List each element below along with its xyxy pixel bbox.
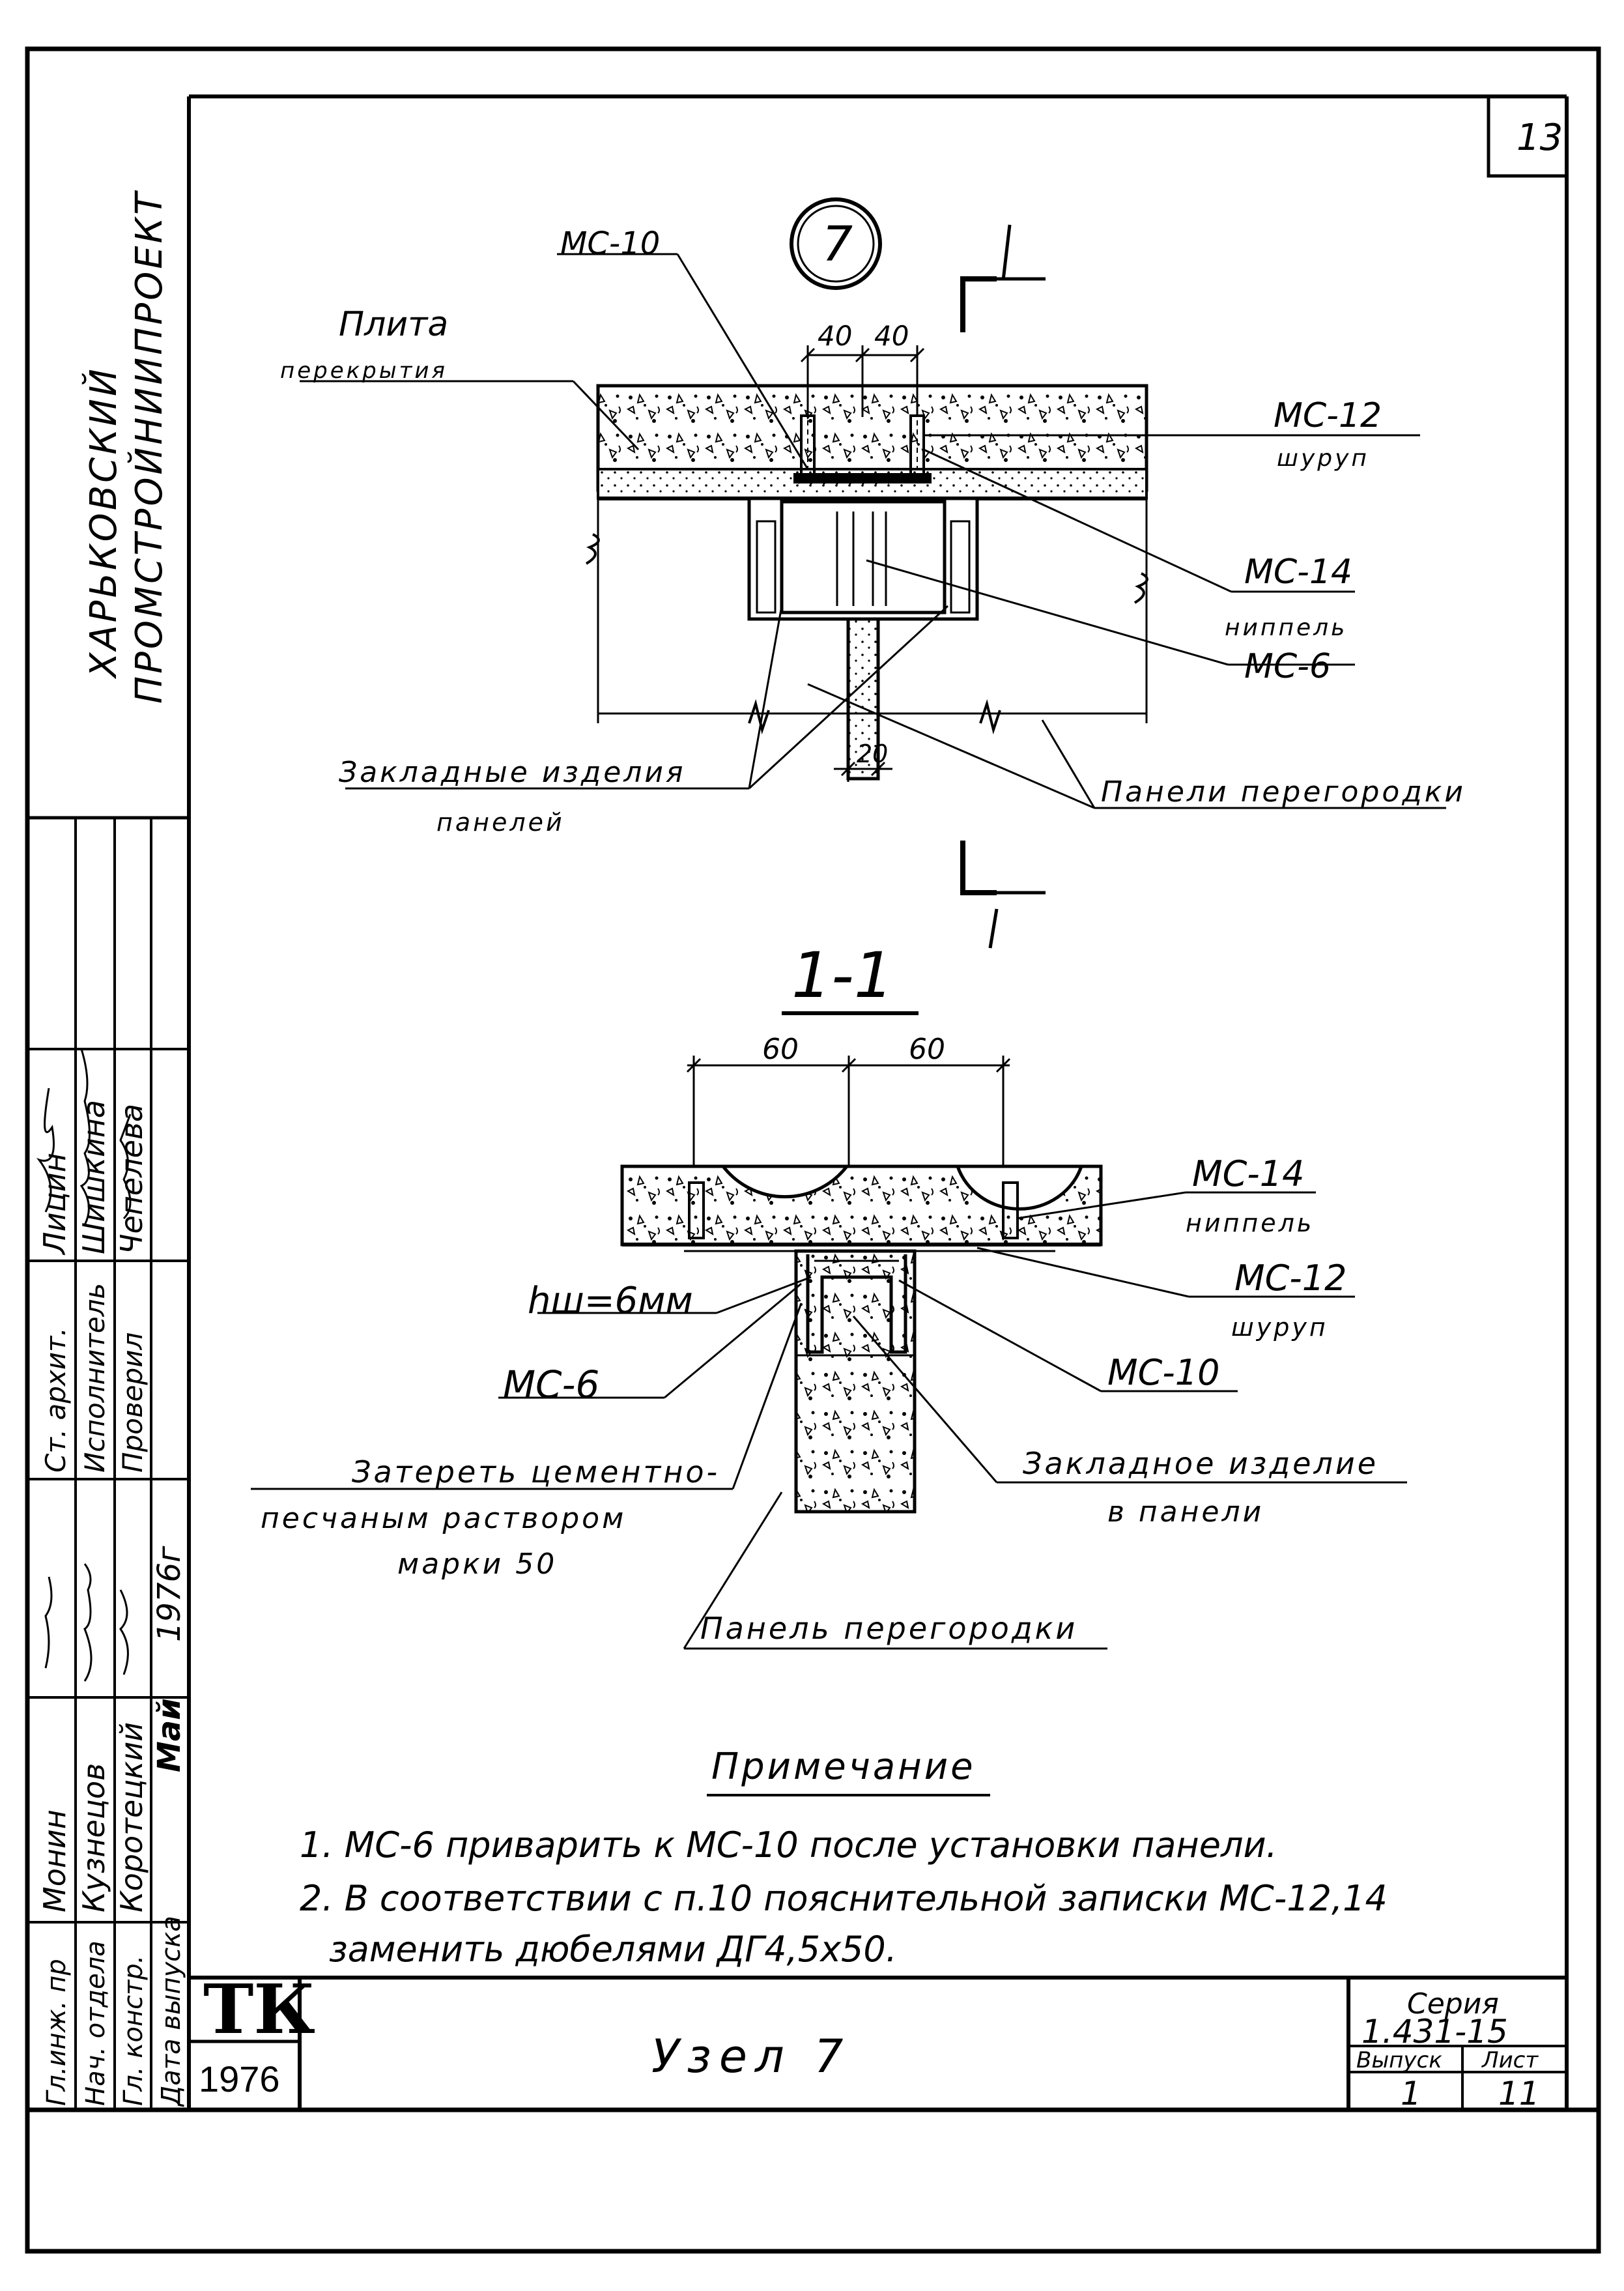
section-label-mc10: МС-10 (1107, 1352, 1220, 1393)
drawing-title: Узел 7 (651, 2030, 851, 2083)
sheet-label: Лист (1481, 2047, 1539, 2073)
note-2: 2. В соответствии с п.10 пояснительной з… (300, 1878, 1388, 1919)
plan-dimension-top (800, 345, 925, 417)
side-stamp: ХАРЬКОВСКИЙ ПРОМСТРОЙНИИПРОЕКТ Гл.инж. п… (27, 190, 189, 2110)
name-chief-designer: Коротецкий (114, 1722, 149, 1912)
plan-label-mc10: МС-10 (560, 225, 660, 262)
plan-dim-20: 20 (857, 740, 888, 768)
section-label-nipple: ниппель (1186, 1209, 1314, 1237)
signatures (36, 1048, 132, 1682)
name-head-department: Кузнецов (76, 1763, 111, 1912)
stamp-year: 1976г (151, 1546, 188, 1642)
plan-label-mc6: МС-6 (1244, 647, 1331, 686)
plan-view: 7 (280, 197, 1466, 949)
plan-dim-40-left: 40 (818, 320, 852, 352)
plan-label-embedded-2: панелей (436, 808, 565, 837)
name-executor: Шишкина (76, 1100, 111, 1254)
plan-label-embedded-1: Закладные изделия (339, 756, 686, 789)
section-label-weld: hш=6мм (528, 1280, 693, 1322)
section-cut-top (960, 224, 1046, 332)
plan-leaders (300, 253, 1446, 809)
section-label-grout-2: песчаным раствором (261, 1502, 626, 1535)
role-release-date: Дата выпуска (156, 1916, 186, 2107)
section-label-screw: шуруп (1231, 1313, 1328, 1342)
note-1: 1. МС-6 приварить к МС-10 после установк… (300, 1824, 1277, 1866)
name-chief-engineer: Монин (37, 1809, 72, 1912)
role-checked: Проверил (117, 1333, 149, 1473)
sheet-frame (25, 46, 1601, 2254)
name-checker: Чепелева (114, 1104, 149, 1254)
notes: Примечание 1. МС-6 приварить к МС-10 пос… (300, 1746, 1388, 1970)
issue-label: Выпуск (1356, 2047, 1442, 2073)
plan-label-mc12: МС-12 (1274, 396, 1382, 435)
plan-dim-40-right: 40 (874, 320, 909, 352)
role-executor: Исполнитель (79, 1283, 111, 1473)
plan-dimension-bottom (834, 761, 892, 782)
sheet-number: 13 (1517, 117, 1563, 159)
plan-label-slab-2: перекрытия (280, 358, 448, 384)
notes-title: Примечание (711, 1746, 976, 1788)
section-label-mc14: МС-14 (1192, 1153, 1305, 1194)
section-dim-60-left: 60 (762, 1033, 799, 1066)
role-chief-engineer: Гл.инж. пр (42, 1959, 72, 2106)
organization-line1: ХАРЬКОВСКИЙ (83, 366, 125, 680)
issue-value: 1 (1401, 2075, 1421, 2112)
section-leaders (251, 1191, 1407, 1650)
role-head-department: Нач. отдела (81, 1940, 111, 2106)
section-label-partition-panel: Панель перегородки (700, 1611, 1077, 1646)
tk-logo: ТК (203, 1969, 315, 2049)
section-cut-bottom (960, 841, 1046, 949)
note-2-continued: заменить дюбелями ДГ4,5х50. (329, 1929, 897, 1970)
section-label-embedded-2: в панели (1107, 1495, 1264, 1529)
title-block: ТК 1976 Узел 7 Серия 1.431-15 Выпуск Лис… (189, 1969, 1567, 2112)
node-marker-number: 7 (822, 216, 853, 272)
role-chief-designer: Гл. констр. (119, 1955, 149, 2106)
sheet-value: 11 (1498, 2075, 1540, 2112)
role-senior-architect: Ст. архит. (40, 1327, 72, 1473)
plan-label-screw: шуруп (1277, 445, 1369, 472)
section-label-grout-1: Затереть цементно- (352, 1454, 720, 1490)
series-value: 1.431-15 (1361, 2013, 1508, 2051)
section-label-grout-3: марки 50 (397, 1548, 557, 1581)
series-label: Серия (1407, 1987, 1499, 2021)
section-label-embedded-1: Закладное изделие (1023, 1446, 1378, 1481)
sheet-number-box: 13 (1487, 98, 1567, 178)
plan-label-nipple: ниппель (1225, 614, 1347, 641)
plan-label-partition-panels: Панели перегородки (1101, 775, 1466, 809)
plan-label-slab-1: Плита (339, 305, 448, 344)
section-label-mc6: МС-6 (503, 1362, 599, 1407)
name-senior-architect: Лицин (37, 1153, 72, 1256)
section-title: 1-1 (791, 939, 894, 1012)
title-block-year: 1976 (199, 2058, 280, 2099)
section-dim-60-right: 60 (909, 1033, 945, 1066)
organization-line2: ПРОМСТРОЙНИИПРОЕКТ (128, 190, 171, 704)
section-view: 1-1 60 60 (251, 939, 1407, 1650)
plan-label-mc14: МС-14 (1244, 553, 1352, 592)
section-label-mc12: МС-12 (1234, 1258, 1347, 1299)
release-month: Май (151, 1698, 188, 1772)
